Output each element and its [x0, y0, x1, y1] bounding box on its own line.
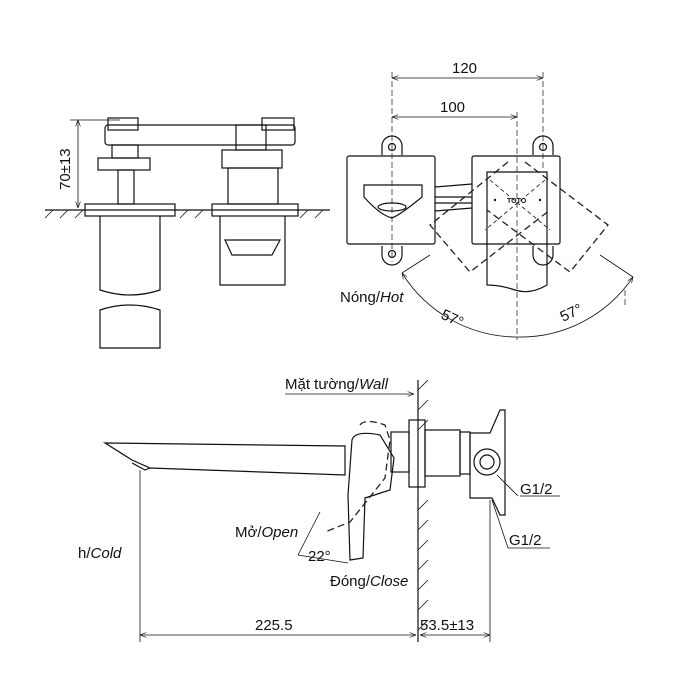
brand-logo: TOTO	[507, 198, 527, 205]
thread-label-2: G1/2	[509, 532, 542, 549]
close-label: Đóng/Close	[330, 573, 408, 590]
dimension-wall: 53.5±13	[420, 617, 474, 634]
top-view: 120 100 TOTO Nóng/H	[340, 60, 633, 340]
cold-label: h/Cold	[78, 545, 122, 562]
front-view: 70±13	[44, 117, 330, 349]
side-view: Mặt tường/Wall G1/2 G1/2 Mở/Open 22°	[78, 376, 560, 642]
open-label: Mở/Open	[235, 524, 298, 541]
height-dimension: 70±13	[57, 148, 74, 190]
thread-label-1: G1/2	[520, 481, 553, 498]
lever-angle: 22°	[308, 548, 331, 565]
dimension-100: 100	[440, 99, 465, 116]
angle-left: 57°	[438, 306, 466, 331]
wall-label: Mặt tường/Wall	[285, 376, 389, 393]
dimension-spout: 225.5	[255, 617, 293, 634]
hot-label: Nóng/Hot	[340, 289, 404, 306]
angle-right: 57°	[558, 301, 586, 326]
dimension-120: 120	[452, 60, 477, 77]
